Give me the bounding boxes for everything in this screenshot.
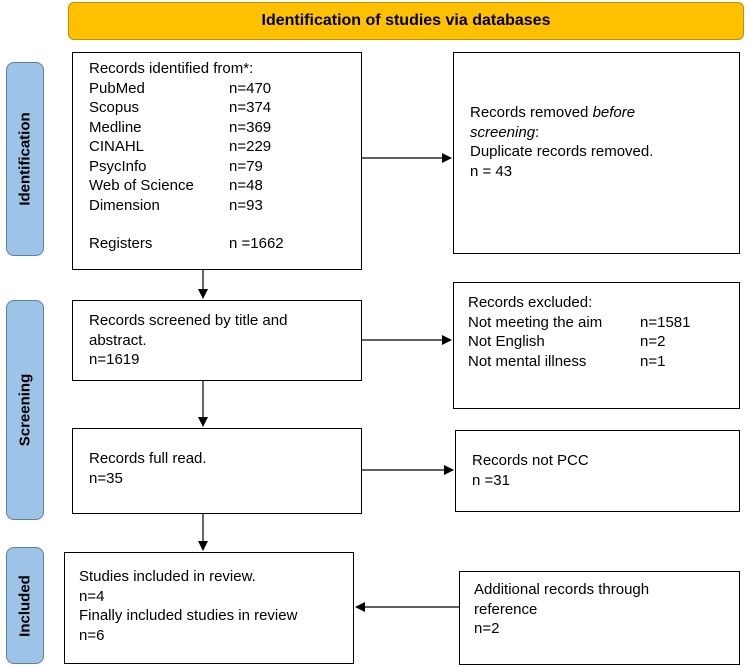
removed-line1: Records removed before [470, 104, 636, 121]
studies-included-box: Studies included in review. n=4 Finally … [64, 552, 354, 664]
registers-row: Registers n =1662 [89, 234, 345, 254]
diagram-title-banner: Identification of studies via databases [68, 2, 744, 40]
notpcc-count: n =31 [472, 471, 510, 489]
exclusion-reason-row: Not English n=2 [468, 332, 725, 352]
source-count: n=48 [229, 177, 263, 194]
exclusion-reason-row: Not meeting the aim n=1581 [468, 313, 725, 333]
source-count: n=369 [229, 118, 272, 136]
source-row: Medline n=369 [89, 118, 345, 138]
source-name: Dimension [89, 196, 160, 214]
exclusion-count: n=1 [640, 352, 666, 370]
exclusion-count: n=1581 [640, 313, 691, 331]
exclusion-count: n=2 [640, 333, 666, 350]
fullread-line1: Records full read. [89, 450, 207, 467]
source-count: n=79 [229, 157, 263, 175]
screened-line1: Records screened by title and [89, 312, 288, 329]
removed-line2: screening: [470, 123, 540, 141]
source-name: Scopus [89, 99, 140, 116]
included-final-line: Finally included studies in review [79, 607, 298, 624]
source-count: n=374 [229, 99, 272, 116]
screened-count: n=1619 [89, 351, 140, 368]
source-name: Web of Science [89, 177, 194, 194]
source-name: CINAHL [89, 138, 145, 155]
excluded-heading: Records excluded: [468, 294, 593, 311]
source-row: PubMed n=470 [89, 79, 345, 99]
registers-label: Registers [89, 235, 153, 252]
included-final-count: n=6 [79, 626, 105, 644]
included-line1: Studies included in review. [79, 568, 256, 585]
records-identified-heading: Records identified from*: [89, 60, 254, 77]
source-row: Web of Science n=48 [89, 176, 345, 196]
source-count: n=470 [229, 79, 272, 97]
records-removed-box: Records removed before screening: Duplic… [453, 52, 740, 254]
records-not-pcc-box: Records not PCC n =31 [455, 430, 740, 512]
screened-line2: abstract. [89, 331, 147, 349]
source-row: Dimension n=93 [89, 196, 345, 216]
notpcc-line1: Records not PCC [472, 452, 589, 469]
exclusion-reason: Not mental illness [468, 352, 587, 370]
source-name: PsycInfo [89, 157, 147, 175]
source-name: PubMed [89, 79, 145, 97]
source-count: n=93 [229, 196, 263, 214]
included-count: n=4 [79, 587, 105, 605]
source-row: CINAHL n=229 [89, 137, 345, 157]
records-screened-box: Records screened by title and abstract. … [72, 300, 362, 381]
additional-line1: Additional records through [474, 581, 650, 598]
records-excluded-box: Records excluded: Not meeting the aim n=1… [453, 282, 740, 409]
removed-duplicates: Duplicate records removed. [470, 143, 654, 160]
additional-count: n=2 [474, 620, 500, 637]
source-count: n=229 [229, 138, 272, 155]
additional-line2: reference [474, 600, 538, 618]
phase-identification: Identification [6, 62, 44, 256]
diagram-title: Identification of studies via databases [261, 12, 551, 29]
source-name: Medline [89, 118, 142, 136]
source-row: PsycInfo n=79 [89, 157, 345, 177]
fullread-count: n=35 [89, 469, 123, 487]
removed-count: n = 43 [470, 162, 513, 180]
source-row: Scopus n=374 [89, 98, 345, 118]
additional-records-box: Additional records through reference n=2 [459, 571, 740, 665]
registers-count: n =1662 [229, 235, 284, 252]
exclusion-reason-row: Not mental illness n=1 [468, 352, 725, 372]
exclusion-reason: Not meeting the aim [468, 313, 603, 331]
phase-screening: Screening [6, 300, 44, 520]
records-full-read-box: Records full read. n=35 [72, 428, 362, 514]
phase-included: Included [6, 547, 44, 664]
exclusion-reason: Not English [468, 333, 545, 350]
